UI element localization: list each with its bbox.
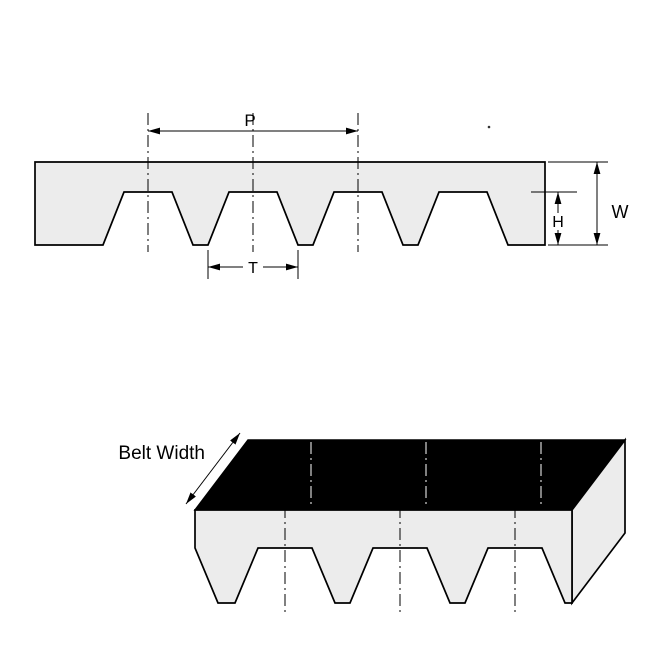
belt-front-face [194, 509, 573, 604]
belt-width-label: Belt Width [118, 443, 205, 464]
tooth-height-dimension: H [531, 191, 577, 245]
belt-thickness-dimension: W [548, 161, 629, 246]
pitch-dimension: P [148, 111, 358, 135]
tooth-width-dimension: T [207, 250, 299, 279]
belt-width-arrow [185, 432, 241, 505]
tooth-width-label: T [248, 260, 258, 277]
pitch-label: P [244, 111, 255, 130]
belt-3d-view: Belt Width [118, 432, 627, 614]
stray-dot [487, 125, 491, 129]
belt-top-face [193, 439, 627, 511]
tooth-height-label: H [552, 214, 564, 231]
belt-profile-shape [34, 161, 546, 246]
belt-profile-view: P T H W [34, 111, 629, 279]
belt-width-dimension: Belt Width [118, 432, 241, 505]
belt-thickness-label: W [612, 202, 629, 222]
